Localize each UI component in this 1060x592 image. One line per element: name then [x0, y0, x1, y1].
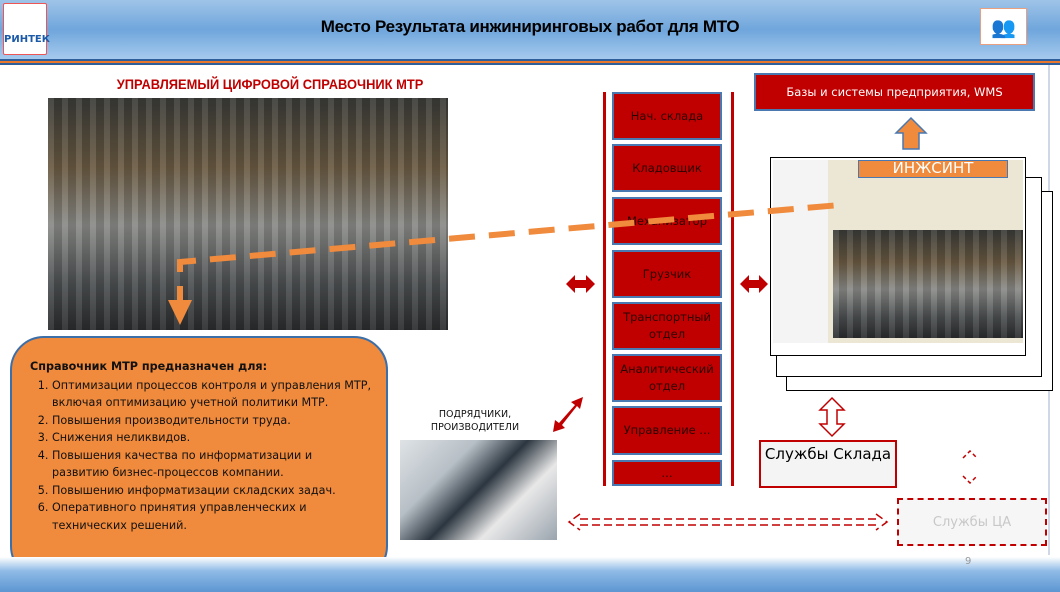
page-number: 9 — [965, 556, 972, 567]
purpose-item: Повышения качества по информатизации и р… — [52, 447, 372, 482]
warehouse-services-box: Службы Склада — [759, 440, 897, 488]
vertical-double-arrow-icon — [818, 396, 846, 438]
role-box: Кладовщик — [612, 144, 722, 192]
slide-footer — [0, 557, 1060, 592]
section-heading: УПРАВЛЯЕМЫЙ ЦИФРОВОЙ СПРАВОЧНИК МТР — [116, 76, 424, 92]
header-divider — [0, 59, 1060, 65]
dashed-horizontal-arrow-icon — [567, 513, 889, 531]
app-label: ИНЖСИНТ — [858, 160, 1008, 178]
purpose-item: Оптимизации процессов контроля и управле… — [52, 377, 372, 412]
purpose-box: Справочник МТР предназначен для: Оптимиз… — [10, 336, 388, 580]
contractors-label: ПОДРЯДЧИКИ, ПРОИЗВОДИТЕЛИ — [430, 409, 520, 433]
purpose-item: Снижения неликвидов. — [52, 429, 372, 447]
column-bracket-left — [603, 92, 606, 486]
contractors-photo — [400, 440, 557, 540]
role-box: Аналитический отдел — [612, 354, 722, 402]
dashed-flow-line — [177, 202, 841, 312]
role-box: Нач. склада — [612, 92, 722, 140]
role-box: ... — [612, 460, 722, 486]
company-logo: РИНТЕК — [3, 3, 50, 55]
app-screenshot-front — [770, 157, 1026, 356]
slide-title: Место Результата инжиниринговых работ дл… — [320, 17, 740, 36]
dashed-vertical-arrow-icon — [962, 449, 978, 459]
role-box: Управление ... — [612, 406, 722, 455]
central-services-box: Службы ЦА — [897, 498, 1047, 546]
enterprise-systems-box: Базы и системы предприятия, WMS — [754, 73, 1035, 111]
purpose-item: Повышению информатизации складских задач… — [52, 482, 372, 500]
column-bracket-right — [731, 92, 734, 486]
up-arrow-icon — [894, 116, 928, 150]
warehouse-photo — [48, 98, 448, 330]
purpose-title: Справочник МТР предназначен для: — [30, 360, 268, 373]
people-hierarchy-icon: 👥 — [980, 8, 1027, 45]
slide-header — [0, 0, 1060, 60]
double-arrow-icon — [553, 275, 768, 432]
logo-text: РИНТЕК — [4, 34, 50, 45]
purpose-item: Оперативного принятия управленческих и т… — [52, 499, 372, 534]
role-box: Грузчик — [612, 250, 722, 298]
arrow-down-icon — [168, 300, 192, 325]
purpose-item: Повышения производительности труда. — [52, 412, 372, 430]
role-box: Транспортный отдел — [612, 302, 722, 350]
